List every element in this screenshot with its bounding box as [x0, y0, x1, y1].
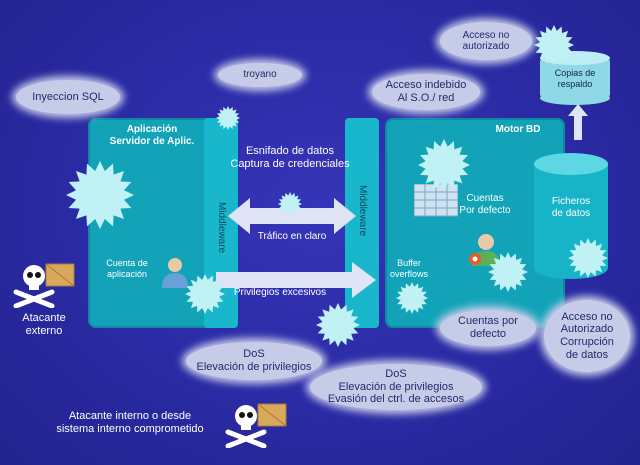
- user-account-icon: [162, 258, 188, 288]
- sql-injection-cloud: Inyeccion SQL: [16, 80, 120, 114]
- external-attacker-icon: [13, 263, 75, 308]
- starburst-icon-10: [568, 238, 608, 278]
- middleware-right-bar: [345, 118, 379, 328]
- starburst-icon-1: [66, 161, 134, 229]
- db-engine-title: Motor BD: [495, 124, 541, 135]
- data-grid-icon: [414, 184, 458, 217]
- starburst-icon-7: [316, 303, 360, 347]
- clear-traffic-label: Tráfico en claro: [257, 231, 327, 242]
- backup-arrow: [568, 104, 588, 140]
- clear-traffic-double-arrow: [228, 198, 356, 234]
- starburst-icon-5: [534, 25, 574, 65]
- starburst-icon-4: [418, 139, 470, 191]
- excess-privileges-label: Privilegios excesivos: [233, 287, 327, 298]
- trojan-cloud: troyano: [218, 63, 302, 87]
- starburst-icon-9: [488, 252, 528, 292]
- starburst-icon-2: [216, 106, 240, 130]
- starburst-icon-8: [396, 282, 428, 314]
- excess-privileges-arrow: [216, 262, 376, 298]
- internal-attacker-icon: [225, 403, 287, 448]
- backup-copies-drum: [540, 51, 610, 105]
- default-user-icon: [469, 234, 500, 266]
- starburst-icon-6: [185, 274, 225, 314]
- starburst-icon-3: [278, 192, 302, 216]
